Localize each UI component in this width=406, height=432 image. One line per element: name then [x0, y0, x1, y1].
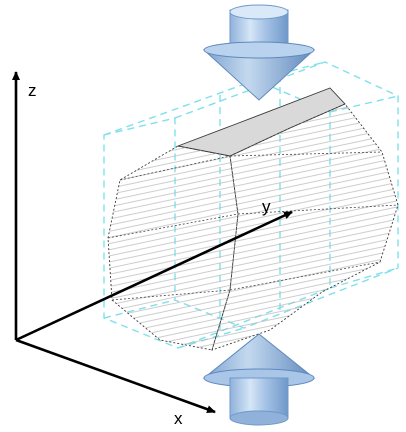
x-axis-label: x: [174, 409, 183, 428]
y-axis-label: y: [262, 197, 271, 216]
prism-left-face: [107, 145, 239, 351]
x-axis: [15, 338, 216, 414]
prism-right-face: [211, 103, 399, 351]
down-arrow-icon: [202, 4, 316, 101]
y-axis: [15, 210, 293, 342]
coordinate-axes: [12, 71, 293, 414]
z-axis-label: z: [28, 81, 37, 100]
up-arrow-icon: [202, 333, 316, 426]
octagonal-prism: [107, 87, 399, 351]
